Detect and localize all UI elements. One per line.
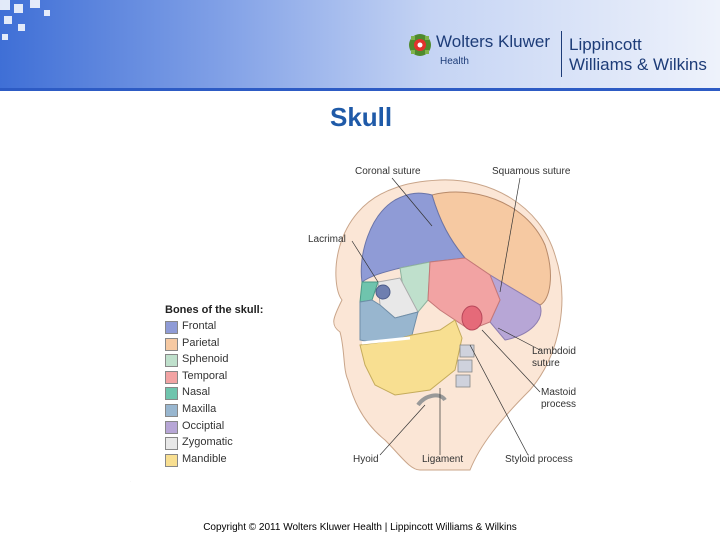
vertebra xyxy=(457,359,473,373)
decorative-square xyxy=(14,4,23,13)
legend-label: Frontal xyxy=(182,320,217,332)
legend-swatch xyxy=(165,321,178,334)
legend-swatch xyxy=(165,370,178,384)
legend-label: Occiptial xyxy=(182,419,225,432)
brand-divider xyxy=(561,31,562,77)
legend-swatch xyxy=(165,420,178,434)
legend-swatch xyxy=(165,404,178,417)
brand-secondary-line2: Williams & Wilkins xyxy=(569,55,707,74)
brand-secondary-line1: Lippincott xyxy=(569,35,642,54)
brand-primary-sub: Health xyxy=(440,56,469,67)
legend-label: Zygomatic xyxy=(182,436,233,449)
label-squamous-suture: Squamous suture xyxy=(492,166,571,177)
legend-label: Temporal xyxy=(182,369,228,382)
label-mastoid-line1: Mastoid xyxy=(541,387,577,398)
legend-label: Nasal xyxy=(182,386,211,399)
hyoid-bone xyxy=(416,393,447,407)
decorative-square xyxy=(18,24,25,31)
legend-swatch xyxy=(165,453,178,467)
decorative-square xyxy=(0,0,10,10)
label-lambdoid-line1: Lambdoid xyxy=(532,346,576,357)
label-hyoid: Hyoid xyxy=(353,454,379,465)
copyright-footer: Copyright © 2011 Wolters Kluwer Health |… xyxy=(203,522,517,533)
label-mastoid-process: Mastoid process xyxy=(541,387,576,411)
slide-title: Skull xyxy=(330,102,393,132)
vertebra xyxy=(459,344,475,358)
legend-swatch xyxy=(165,387,178,401)
header-divider-line xyxy=(0,88,720,91)
label-styloid-process: Styloid process xyxy=(505,454,573,465)
decorative-square xyxy=(44,10,50,16)
label-lambdoid-suture: Lambdoid suture xyxy=(532,346,576,370)
legend-swatch xyxy=(165,354,178,368)
source-fine-print: . xyxy=(130,479,131,483)
legend-label: Mandible xyxy=(182,452,227,465)
label-ligament: Ligament xyxy=(422,454,464,465)
orbit xyxy=(375,284,391,300)
decorative-square xyxy=(30,0,40,8)
wolters-kluwer-logo-icon xyxy=(409,34,431,56)
decorative-square xyxy=(4,16,12,24)
decorative-square xyxy=(2,34,8,40)
legend-label: Sphenoid xyxy=(182,353,229,366)
vertebra xyxy=(455,374,471,388)
label-lacrimal: Lacrimal xyxy=(308,234,346,245)
legend-label: Maxilla xyxy=(182,403,217,415)
brand-primary: Wolters Kluwer xyxy=(436,32,550,51)
label-coronal-suture: Coronal suture xyxy=(355,166,421,177)
header-banner xyxy=(0,0,720,88)
label-lambdoid-line2: suture xyxy=(532,358,560,369)
legend-swatch xyxy=(165,337,178,351)
legend-title: Bones of the skull: xyxy=(165,304,264,316)
teeth-line xyxy=(361,336,411,345)
label-mastoid-line2: process xyxy=(541,399,577,410)
legend-label: Parietal xyxy=(182,336,220,349)
legend-swatch xyxy=(165,437,178,451)
mastoid-region xyxy=(461,305,483,331)
